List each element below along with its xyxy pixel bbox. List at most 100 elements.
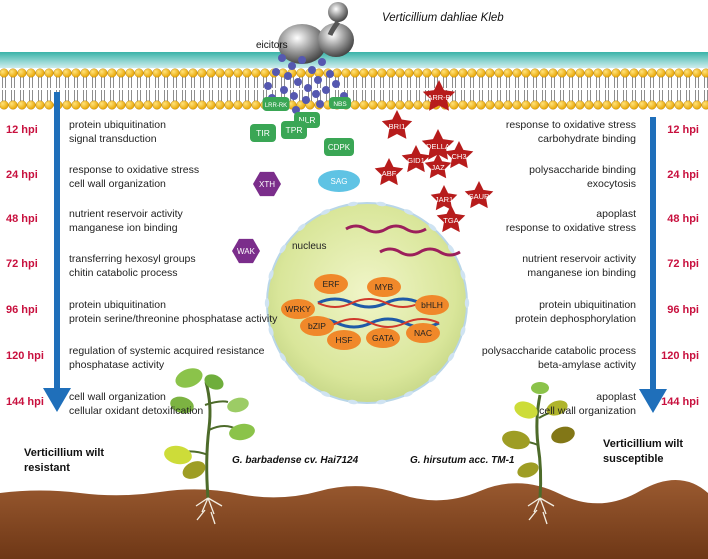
right-go-terms: polysaccharide catabolic process beta-amy… [482, 344, 636, 372]
nuclear-pores [264, 201, 470, 405]
svg-text:TGA: TGA [443, 216, 458, 225]
svg-text:JAZ: JAZ [431, 163, 445, 172]
elicitor-bead [294, 78, 302, 86]
left-go-terms: protein ubiquitination protein serine/thr… [69, 298, 277, 326]
elicitor-bead [280, 86, 288, 94]
elicitor-bead [264, 82, 272, 90]
svg-text:NAC: NAC [414, 328, 432, 338]
elicitor-bead [304, 84, 312, 92]
go-term: apoplast [596, 208, 636, 220]
go-term: cell wall organization [69, 178, 166, 190]
star-gid1: GID1 [401, 145, 431, 173]
go-term: cell wall organization [539, 405, 636, 417]
go-term: apoplast [596, 391, 636, 403]
lipid-bilayer [0, 68, 708, 110]
star-jar1: JAR1 [430, 185, 458, 211]
susceptible-label-line2: susceptible [603, 453, 664, 465]
resistant-cultivar-label: G. barbadense cv. Hai7124 [232, 455, 359, 466]
star-arr-b: ARR-B [422, 80, 456, 111]
tf-erf: ERF [314, 274, 348, 294]
left-hpi-label: 12 hpi [6, 124, 38, 136]
tf-bzip: bZIP [300, 316, 334, 336]
star-tga: TGA [436, 205, 466, 233]
receptor-tpr: TPR [281, 121, 307, 139]
susceptible-accession-label: G. hirsutum acc. TM-1 [410, 455, 515, 466]
go-term: protein dephosphorylation [515, 313, 636, 325]
elicitor-bead [272, 68, 280, 76]
elicitor-bead [312, 90, 320, 98]
tf-gata: GATA [366, 328, 400, 348]
right-hpi-label: 72 hpi [667, 258, 699, 270]
svg-text:GID1: GID1 [407, 156, 425, 165]
elicitors-label: eicitors [256, 40, 288, 51]
sag-label: SAG [331, 177, 348, 186]
tf-hsf: HSF [327, 330, 361, 350]
go-term: chitin catabolic process [69, 267, 178, 279]
susceptible-label: Verticillium wilt susceptible [603, 437, 683, 467]
elicitor-bead [284, 72, 292, 80]
svg-text:HSF: HSF [336, 335, 353, 345]
svg-text:TPR: TPR [286, 125, 303, 135]
go-term: manganese ion binding [69, 222, 178, 234]
left-hpi-label: 24 hpi [6, 169, 38, 181]
elicitor-bead [322, 86, 330, 94]
star-bri1: BRI1 [381, 110, 413, 139]
svg-text:bHLH: bHLH [421, 300, 443, 310]
left-hpi-label: 120 hpi [6, 350, 44, 362]
svg-text:NBS: NBS [333, 101, 347, 108]
svg-text:DELLA: DELLA [426, 142, 450, 151]
go-term: protein ubiquitination [539, 299, 636, 311]
sag-oval: SAG [318, 170, 360, 192]
svg-text:CDPK: CDPK [328, 143, 351, 152]
left-hpi-label: 72 hpi [6, 258, 38, 270]
right-go-terms: apoplast cell wall organization [539, 390, 636, 418]
left-hpi-label: 144 hpi [6, 396, 44, 408]
nucleus-label: nucleus [292, 241, 326, 252]
svg-text:ERF: ERF [323, 279, 340, 289]
right-hpi-label: 48 hpi [667, 213, 699, 225]
svg-text:SAUR: SAUR [469, 192, 490, 201]
go-term: nutrient reservoir activity [69, 208, 183, 220]
elicitor-bead [316, 100, 324, 108]
mrna-wave [379, 247, 461, 257]
left-go-terms: regulation of systemic acquired resistan… [69, 344, 265, 372]
elicitor-bead [308, 66, 316, 74]
star-jaz: JAZ [424, 153, 452, 179]
tf-nac: NAC [406, 323, 440, 343]
hexagon-xth: XTH [253, 171, 281, 197]
susceptible-plant [502, 382, 575, 525]
go-term: regulation of systemic acquired resistan… [69, 345, 265, 357]
right-timeline-arrow [639, 117, 667, 413]
go-term: protein serine/threonine phosphatase act… [69, 313, 278, 325]
star-saur: SAUR [464, 181, 494, 209]
svg-text:WAK: WAK [237, 247, 256, 256]
go-term: signal transduction [69, 133, 157, 145]
go-term: polysaccharide binding [529, 164, 636, 176]
left-timeline-arrow [43, 92, 71, 412]
resistant-label: Verticillium wilt resistant [24, 446, 104, 476]
svg-text:CH3: CH3 [451, 152, 466, 161]
left-go-terms: nutrient reservoir activity manganese ion… [69, 207, 183, 235]
svg-text:LRR-RK: LRR-RK [265, 103, 287, 109]
receptor-cdpk: CDPK [324, 138, 354, 156]
right-hpi-label: 120 hpi [661, 350, 699, 362]
elicitor-bead [288, 62, 296, 70]
go-term: beta-amylase activity [537, 359, 636, 371]
resistant-label-line1: Verticillium wilt [24, 447, 105, 459]
right-go-terms: protein ubiquitination protein dephosphor… [515, 298, 636, 326]
right-hpi-label: 144 hpi [661, 396, 699, 408]
go-term: polysaccharide catabolic process [481, 345, 636, 357]
svg-text:BRI1: BRI1 [389, 122, 406, 131]
svg-text:NLR: NLR [298, 115, 315, 125]
tf-wrky: WRKY [281, 299, 315, 319]
receptor-nbs: NBS [329, 97, 351, 109]
go-term: protein ubiquitination [69, 299, 166, 311]
